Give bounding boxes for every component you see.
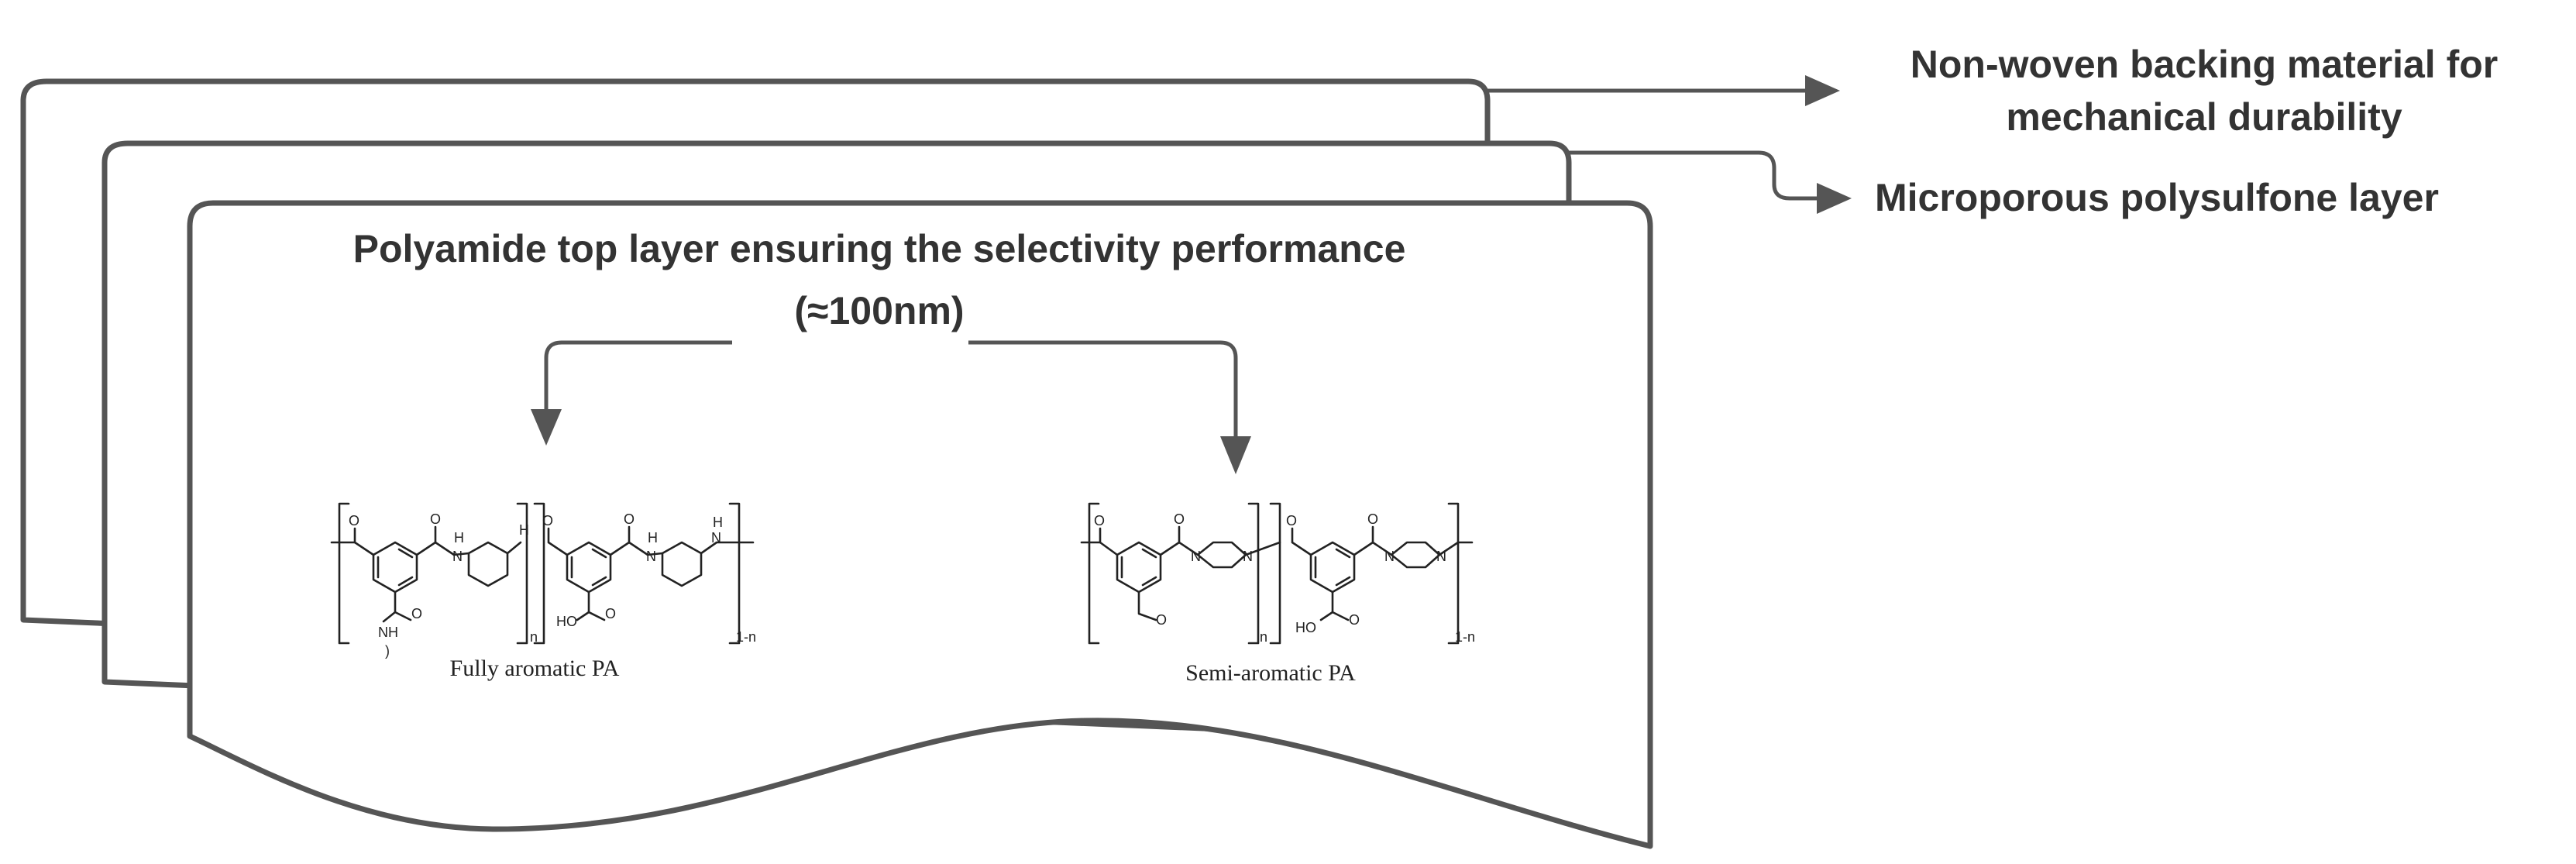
backing-arrow (1487, 75, 1840, 106)
split-arrow-right (968, 340, 1251, 474)
sa-atom-o4: O (1286, 513, 1297, 528)
fa-atom-o6: O (605, 606, 616, 621)
semi-aromatic-structure: O O N N O n O O N N O HO 1-n Semi-aromat… (1080, 502, 1475, 686)
sa-atom-n4: N (1436, 549, 1446, 564)
fully-aromatic-structure: O O H N H O NH ) n O O H N H N O HO 1-n … (330, 502, 756, 681)
top-layer-thickness: (≈100nm) (794, 289, 964, 332)
fa-atom-o3: O (411, 606, 422, 621)
fa-atom-h1: H (454, 530, 464, 546)
fa-atom-o5: O (624, 511, 635, 527)
sa-atom-o5: O (1367, 511, 1378, 527)
backing-label-line1: Non-woven backing material for (1911, 43, 2498, 86)
fa-sub-1-n: 1-n (736, 629, 756, 645)
fa-atom-ho: HO (556, 614, 577, 629)
sa-atom-n3: N (1384, 549, 1395, 564)
fa-atom-n2: N (646, 549, 656, 564)
polyamide-top-sheet (187, 200, 1653, 849)
top-layer-title: Polyamide top layer ensuring the selecti… (353, 227, 1406, 270)
sa-atom-n2: N (1243, 549, 1253, 564)
sa-atom-o6: O (1349, 612, 1360, 628)
sa-atom-ho: HO (1295, 620, 1316, 635)
sa-sub-n: n (1260, 629, 1267, 645)
fa-atom-paren: ) (385, 643, 390, 659)
fully-aromatic-caption: Fully aromatic PA (450, 656, 620, 681)
sa-atom-o3: O (1156, 612, 1167, 628)
support-label: Microporous polysulfone layer (1875, 176, 2439, 219)
fa-sub-n: n (530, 629, 538, 645)
sa-atom-o1: O (1094, 513, 1105, 528)
support-arrow (1569, 150, 1852, 214)
fa-atom-o1: O (349, 513, 359, 528)
fa-atom-h4: H (713, 515, 723, 530)
fa-atom-nh: NH (378, 625, 398, 640)
sa-atom-n1: N (1191, 549, 1201, 564)
semi-aromatic-caption: Semi-aromatic PA (1185, 660, 1356, 686)
split-arrow-left (531, 340, 732, 446)
fa-atom-h2: H (519, 522, 529, 538)
fa-atom-o2: O (430, 511, 441, 527)
fa-atom-n1: N (452, 549, 463, 564)
backing-label-line2: mechanical durability (2006, 95, 2402, 139)
sa-sub-1-n: 1-n (1455, 629, 1475, 645)
sa-atom-o2: O (1174, 511, 1185, 527)
fa-atom-n3: N (711, 530, 721, 546)
fa-atom-h3: H (648, 530, 658, 546)
fa-atom-o4: O (542, 513, 553, 528)
